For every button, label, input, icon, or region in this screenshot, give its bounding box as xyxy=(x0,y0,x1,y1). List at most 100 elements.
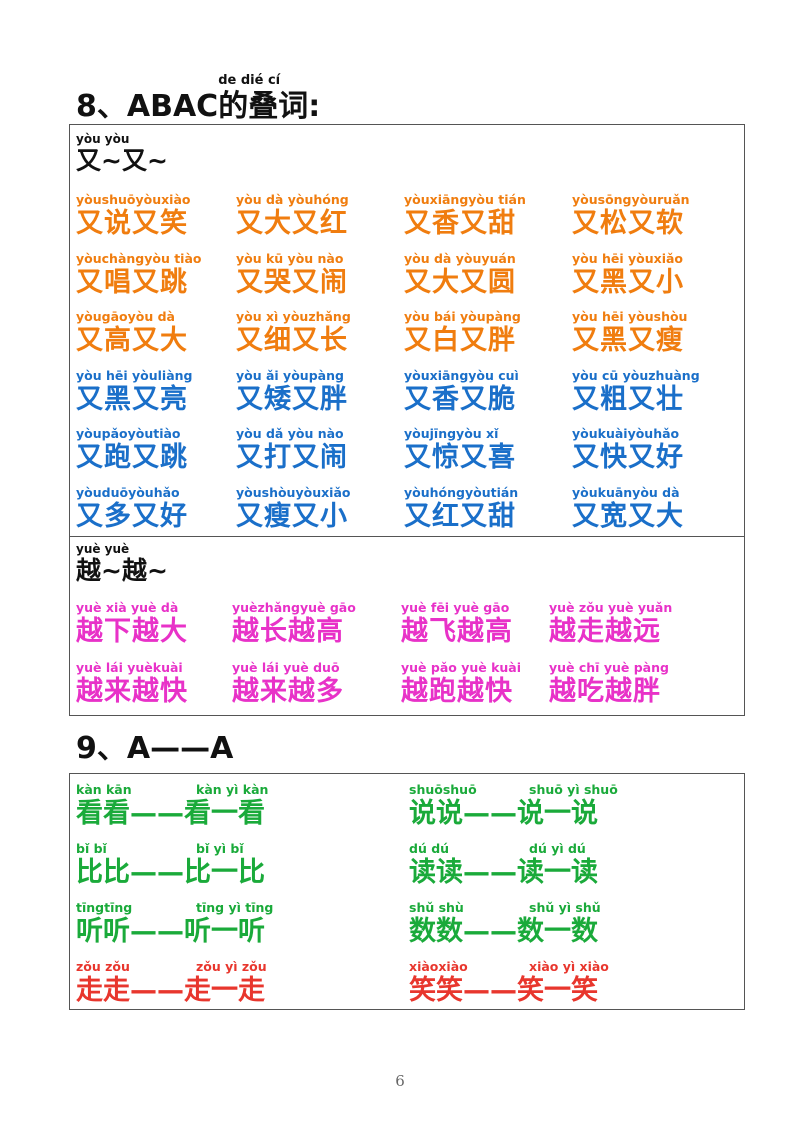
you_group-item-hanzi: 又香又脆 xyxy=(404,383,516,415)
aa-item-hanzi: 说说——说一说 xyxy=(409,798,598,829)
yue_group-item-pinyin: yuè zǒu yuè yuǎn xyxy=(549,600,673,615)
yue_group-item-pinyin: yuè lái yuè duō xyxy=(232,660,340,675)
you_group-item-hanzi: 又细又长 xyxy=(236,325,348,356)
you_group-item-pinyin: yòujīngyòu xǐ xyxy=(404,426,499,441)
aa-item-pinyin-1: zǒu zǒu xyxy=(76,959,130,974)
aa-item-hanzi: 数数——数一数 xyxy=(409,916,598,947)
page-number: 6 xyxy=(395,1072,405,1090)
yue_group-item-hanzi: 越下越大 xyxy=(76,616,188,647)
aa-item-pinyin-2: xiào yì xiào xyxy=(529,959,609,974)
aa-item-pinyin-1: kàn kān xyxy=(76,782,132,797)
yue_group-item-pinyin: yuè pǎo yuè kuài xyxy=(401,660,522,675)
aa-item-hanzi: 走走——走一走 xyxy=(76,975,265,1006)
you_group-item-hanzi: 又大又圆 xyxy=(404,266,516,298)
yue-subheading-pinyin: yuè yuè xyxy=(76,542,130,556)
you_group-item-pinyin: yòu hēi yòuliàng xyxy=(76,367,193,383)
you_group-item-pinyin: yòu dà yòuyuán xyxy=(404,250,516,266)
you_group-item-pinyin: yòushuōyòuxiào xyxy=(76,192,191,207)
you_group-item-hanzi: 又粗又壮 xyxy=(572,383,684,415)
you_group-item-hanzi: 又白又胖 xyxy=(404,325,516,356)
you_group-item-pinyin: yòu dà yòuhóng xyxy=(236,192,349,207)
you_group-item-pinyin: yòuxiāngyòu tián xyxy=(404,192,526,207)
yue-subheading: yuè yuè 越~越~ xyxy=(76,541,168,585)
aa-item-pinyin-1: tīngtīng xyxy=(76,900,133,915)
yue_group-item-pinyin: yuè fēi yuè gāo xyxy=(401,600,510,615)
section-8-abac: ABAC xyxy=(126,89,219,124)
yue_group-item-pinyin: yuè xià yuè dà xyxy=(76,600,179,615)
aa-item-hanzi: 读读——读一读 xyxy=(409,857,598,888)
yue_group-item-pinyin: yuè lái yuèkuài xyxy=(76,660,183,675)
aa-item-pinyin-1: shǔ shù xyxy=(409,900,464,915)
you_group-item-hanzi: 又大又红 xyxy=(236,208,348,239)
aa-item-hanzi: 比比——比一比 xyxy=(76,857,265,888)
aa-item-hanzi: 听听——听一听 xyxy=(76,916,265,947)
you_group-item-hanzi: 又矮又胖 xyxy=(236,383,348,415)
you_group-item-pinyin: yòu hēi yòuxiǎo xyxy=(572,250,684,266)
you_group-item-pinyin: yòu cū yòuzhuàng xyxy=(572,367,700,383)
you_group-item-hanzi: 又哭又闹 xyxy=(236,266,348,298)
section-8-number: 8、 xyxy=(76,89,127,124)
you_group-item-hanzi: 又黑又亮 xyxy=(76,383,188,415)
you-subheading-pinyin: yòu yòu xyxy=(76,132,130,146)
yue_group-item-pinyin: yuè chī yuè pàng xyxy=(549,660,669,675)
yue_group-item-hanzi: 越飞越高 xyxy=(401,616,513,647)
you_group-item-hanzi: 又香又甜 xyxy=(404,208,516,239)
you_group-item-hanzi: 又红又甜 xyxy=(404,500,516,532)
you_group-item-hanzi: 又说又笑 xyxy=(76,208,188,239)
you_group-item-pinyin: yòu xì yòuzhǎng xyxy=(236,309,351,324)
you_group-item-pinyin: yòu dǎ yòu nào xyxy=(236,426,344,441)
you_group-item-hanzi: 又跑又跳 xyxy=(76,442,188,473)
yue_group-item-pinyin: yuèzhǎngyuè gāo xyxy=(232,600,356,615)
you_group-item-pinyin: yòukuàiyòuhǎo xyxy=(572,426,680,441)
yue_group-item-hanzi: 越来越快 xyxy=(76,676,188,707)
you_group-item-hanzi: 又唱又跳 xyxy=(76,266,188,298)
section-8-word-pinyin: de dié cí xyxy=(218,73,281,88)
you_group-item-pinyin: yòusōngyòuruǎn xyxy=(572,192,690,207)
you_group-item-pinyin: yòupǎoyòutiào xyxy=(76,426,181,441)
yue_group-item-hanzi: 越跑越快 xyxy=(401,676,513,707)
yue_group-item-hanzi: 越吃越胖 xyxy=(549,676,661,707)
yue_group-item-hanzi: 越长越高 xyxy=(232,616,344,647)
you_group-item-pinyin: yòushòuyòuxiǎo xyxy=(236,484,351,500)
you_group-item-pinyin: yòukuānyòu dà xyxy=(572,484,680,500)
aa-item-pinyin-2: dú yì dú xyxy=(529,841,586,856)
you_group-item-pinyin: yòugāoyòu dà xyxy=(76,309,175,324)
section-9-box xyxy=(69,773,745,1010)
yue_group-item-hanzi: 越来越多 xyxy=(232,676,344,707)
you_group-item-pinyin: yòu kū yòu nào xyxy=(236,250,344,266)
you_group-item-hanzi: 又松又软 xyxy=(572,208,684,239)
you_group-item-pinyin: yòuduōyòuhǎo xyxy=(76,484,180,500)
